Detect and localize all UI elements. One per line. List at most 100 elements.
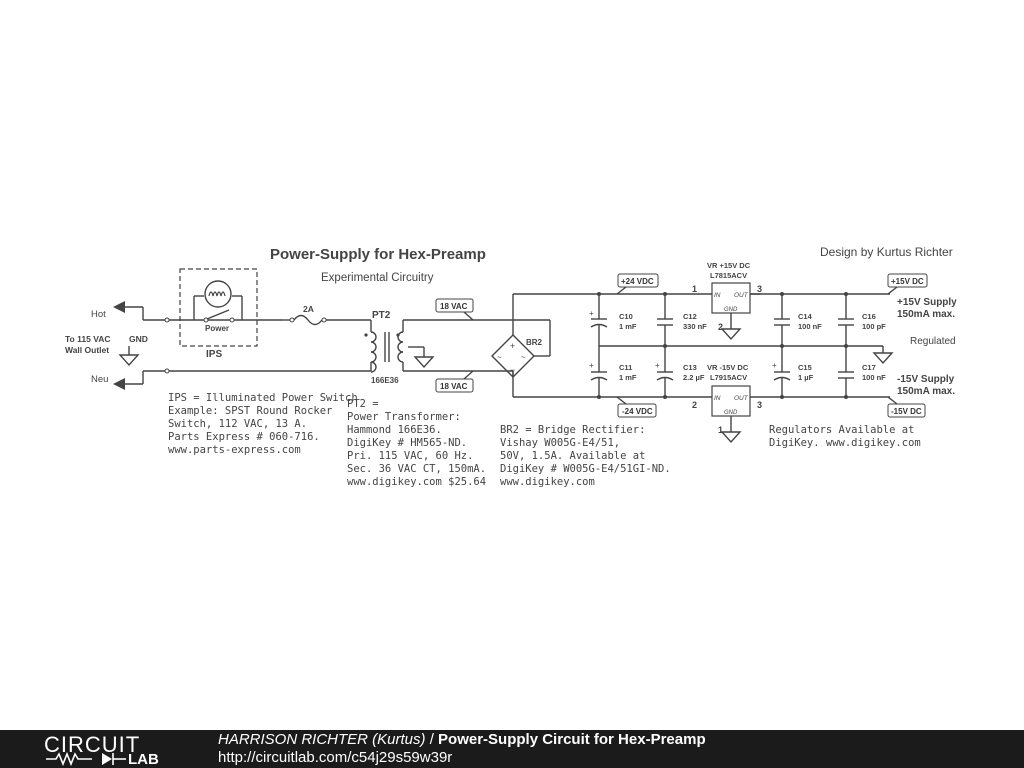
author-name: HARRISON RICHTER (Kurtus) xyxy=(218,731,426,748)
diagram-title: Power-Supply for Hex-Preamp xyxy=(270,246,486,263)
tag-neg15-vdc: -15V DC xyxy=(887,396,926,418)
circuit-url-link[interactable]: http://circuitlab.com/c54j29s59w39r xyxy=(218,749,453,766)
tag-pos24-vdc: +24 VDC xyxy=(616,273,659,295)
svg-text:2: 2 xyxy=(718,322,723,332)
svg-text:100 nF: 100 nF xyxy=(862,373,886,382)
capacitor-c17: C17 100 nF xyxy=(838,346,886,397)
capacitor-c13: + C13 2.2 µF xyxy=(655,346,705,397)
neu-arrow-icon xyxy=(113,378,125,390)
capacitor-c15: + C15 1 µF xyxy=(772,346,814,397)
svg-text:1 mF: 1 mF xyxy=(619,322,637,331)
footer-bar: CIRCUIT LAB HARRISON RICHTER (Kurtus) / … xyxy=(0,730,1024,768)
logo-text-top: CIRCUIT xyxy=(44,732,141,757)
svg-text:C13: C13 xyxy=(683,363,697,372)
fuse-label: 2A xyxy=(303,304,314,314)
svg-text:1: 1 xyxy=(692,284,697,294)
regulator-l7915: VR -15V DC L7915ACV IN OUT GND 2 3 1 xyxy=(692,363,762,444)
design-credit: Design by Kurtus Richter xyxy=(820,245,953,259)
svg-text:18 VAC: 18 VAC xyxy=(440,382,468,391)
capacitor-c12: C12 330 nF xyxy=(657,294,707,346)
svg-text:~: ~ xyxy=(521,353,526,362)
capacitor-c11: + C11 1 mF xyxy=(589,346,637,397)
svg-text:1 µF: 1 µF xyxy=(798,373,814,382)
power-label: Power xyxy=(205,324,229,333)
svg-text:-24 VDC: -24 VDC xyxy=(622,407,653,416)
diagram-subtitle: Experimental Circuitry xyxy=(321,272,434,284)
logo-text-bottom: LAB xyxy=(128,751,159,768)
tag-18vac-top: 18 VAC xyxy=(435,298,474,321)
svg-text:OUT: OUT xyxy=(734,292,749,299)
br2-label: BR2 xyxy=(526,338,543,347)
svg-text:1: 1 xyxy=(718,425,723,435)
svg-text:18 VAC: 18 VAC xyxy=(440,302,468,311)
outlet-label-line2: Wall Outlet xyxy=(65,345,109,355)
ground-icon xyxy=(413,356,435,369)
gnd-label: GND xyxy=(129,334,148,344)
svg-text:L7815ACV: L7815ACV xyxy=(710,271,747,280)
ground-icon xyxy=(720,328,742,341)
outlet-label-line1: To 115 VAC xyxy=(65,334,111,344)
capacitor-c10: + C10 1 mF xyxy=(589,294,637,346)
neu-label: Neu xyxy=(91,374,108,385)
pt2-part-label: 166E36 xyxy=(371,376,399,385)
pos-supply-line1: +15V Supply xyxy=(897,297,957,308)
svg-text:1 mF: 1 mF xyxy=(619,373,637,382)
svg-text:C16: C16 xyxy=(862,312,876,321)
svg-text:+24 VDC: +24 VDC xyxy=(621,277,654,286)
svg-text:+: + xyxy=(655,361,660,370)
neg-supply-line1: -15V Supply xyxy=(897,374,955,385)
svg-text:C10: C10 xyxy=(619,312,633,321)
svg-text:L7915ACV: L7915ACV xyxy=(710,373,747,382)
regulators-note: Regulators Available at DigiKey. www.dig… xyxy=(769,424,921,449)
ground-icon xyxy=(720,431,742,444)
svg-text:C11: C11 xyxy=(619,363,632,372)
schematic-canvas: Power-Supply for Hex-Preamp Experimental… xyxy=(65,245,957,444)
svg-text:2.2 µF: 2.2 µF xyxy=(683,373,705,382)
ground-icon xyxy=(118,346,140,367)
svg-text:C17: C17 xyxy=(862,363,876,372)
svg-text:+: + xyxy=(589,361,594,370)
svg-text:C14: C14 xyxy=(798,312,813,321)
svg-text:GND: GND xyxy=(724,307,738,313)
svg-text:+: + xyxy=(772,361,777,370)
svg-text:GND: GND xyxy=(724,410,738,416)
br2-note: BR2 = Bridge Rectifier: Vishay W005G-E4/… xyxy=(500,424,671,488)
circuitlab-logo: CIRCUIT LAB xyxy=(42,732,182,768)
wall-outlet: Hot Neu To 115 VAC Wall Outlet GND xyxy=(65,301,148,390)
ground-icon xyxy=(872,352,894,365)
svg-text:VR -15V DC: VR -15V DC xyxy=(707,363,749,372)
svg-text:C15: C15 xyxy=(798,363,812,372)
svg-text:IN: IN xyxy=(714,395,721,402)
fuse-icon xyxy=(289,314,327,326)
tag-pos15-vdc: +15V DC xyxy=(887,273,928,295)
neg-supply-line2: 150mA max. xyxy=(897,386,955,397)
hot-label: Hot xyxy=(91,309,106,320)
svg-text:2: 2 xyxy=(692,400,697,410)
regulated-label: Regulated xyxy=(910,336,956,347)
tag-18vac-bottom: 18 VAC xyxy=(435,370,474,393)
hot-arrow-icon xyxy=(113,301,125,313)
tag-neg24-vdc: -24 VDC xyxy=(616,396,657,418)
svg-text:~: ~ xyxy=(497,353,502,362)
svg-text:-15V DC: -15V DC xyxy=(891,407,922,416)
pt2-note: PT2 = Power Transformer: Hammond 166E36.… xyxy=(347,398,487,488)
svg-text:OUT: OUT xyxy=(734,395,749,402)
regulator-l7815: VR +15V DC L7815ACV IN OUT GND 1 3 2 xyxy=(692,261,762,341)
svg-text:+: + xyxy=(589,309,594,318)
capacitor-c16: C16 100 pF xyxy=(838,294,886,346)
svg-text:3: 3 xyxy=(757,284,762,294)
circuit-title: Power-Supply Circuit for Hex-Preamp xyxy=(438,731,706,748)
power-switch-ips: Power IPS xyxy=(179,268,258,360)
svg-text:3: 3 xyxy=(757,400,762,410)
svg-text:C12: C12 xyxy=(683,312,697,321)
svg-text:+15V DC: +15V DC xyxy=(891,277,924,286)
lamp-icon xyxy=(204,280,232,308)
svg-text:IN: IN xyxy=(714,292,721,299)
transformer-pt2: PT2 166E36 xyxy=(364,310,404,385)
pos-supply-line2: 150mA max. xyxy=(897,309,955,320)
pt2-label: PT2 xyxy=(372,310,391,321)
svg-text:VR +15V DC: VR +15V DC xyxy=(707,261,751,270)
svg-text:100 nF: 100 nF xyxy=(798,322,822,331)
switch-icon xyxy=(203,309,235,323)
svg-text:330 nF: 330 nF xyxy=(683,322,707,331)
